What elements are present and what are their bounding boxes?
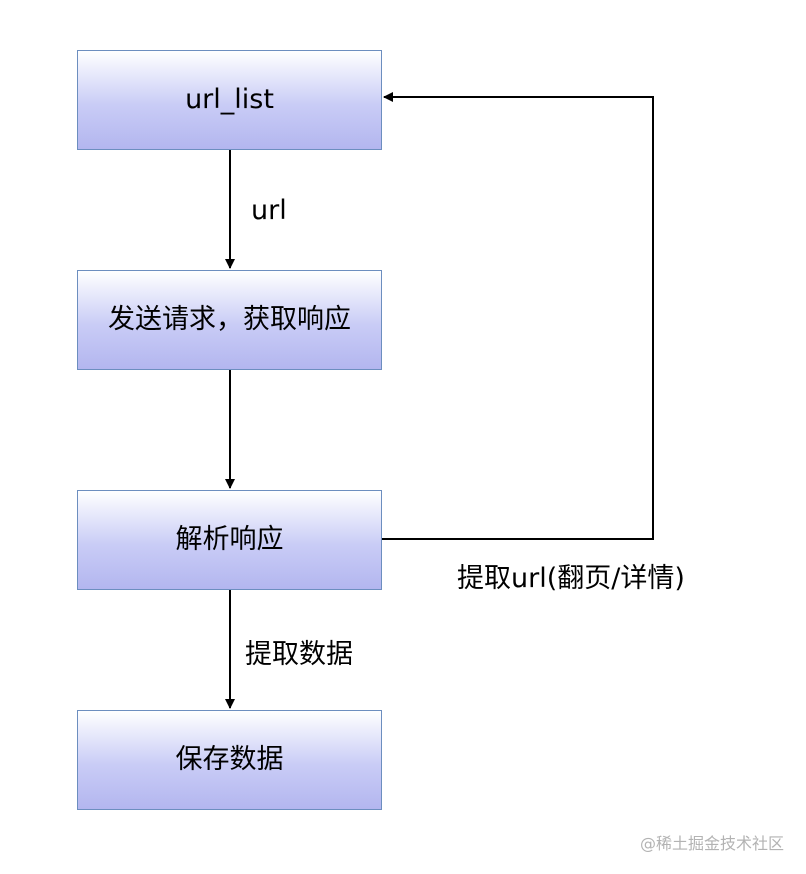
edge-label-extract-url: 提取url(翻页/详情) bbox=[457, 563, 685, 594]
edge-label-url: url bbox=[251, 195, 287, 226]
node-send-request: 发送请求，获取响应 bbox=[77, 270, 382, 370]
node-parse-response-label: 解析响应 bbox=[175, 524, 284, 555]
node-url-list: url_list bbox=[77, 50, 382, 150]
node-save-data: 保存数据 bbox=[77, 710, 382, 810]
node-send-request-label: 发送请求，获取响应 bbox=[108, 304, 351, 335]
edge-parse-response-to-url-list bbox=[382, 92, 654, 540]
node-parse-response: 解析响应 bbox=[77, 490, 382, 590]
watermark: @稀土掘金技术社区 bbox=[639, 834, 784, 853]
node-url-list-label: url_list bbox=[185, 84, 274, 115]
edge-label-extract-data: 提取数据 bbox=[245, 639, 353, 670]
node-save-data-label: 保存数据 bbox=[175, 744, 284, 775]
